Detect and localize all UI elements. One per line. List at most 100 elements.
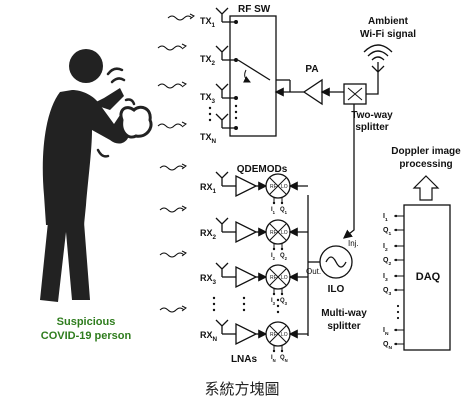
rx-label-1: RX1 xyxy=(200,182,217,195)
rx-antenna-icon xyxy=(215,171,229,186)
tx-label-3-sub: 3 xyxy=(212,98,216,105)
doppler-label-1: Doppler image xyxy=(391,146,461,157)
daq-input-3-sub: 2 xyxy=(385,247,388,253)
daq-input-7-sub: N xyxy=(385,331,389,337)
daq-input-8-base: Q xyxy=(383,341,389,348)
doppler-label-2: processing xyxy=(399,159,452,170)
cough-hand-outline xyxy=(119,105,153,139)
rx-label-1-sub: 1 xyxy=(213,188,217,195)
mixer-q-label: QN xyxy=(280,355,288,363)
q-output-dot xyxy=(280,349,284,353)
mixer-i-label-sub: 3 xyxy=(273,301,276,306)
mixer-i-label-sub: N xyxy=(273,358,276,363)
rx-label-3-sub: 3 xyxy=(213,279,217,286)
tx-ellipsis-dot xyxy=(208,118,212,122)
daq-input-6: Q3 xyxy=(383,287,391,297)
person-label-line1: Suspicious xyxy=(57,316,116,328)
rf-sw-label: RF SW xyxy=(238,4,271,15)
daq-input-dot xyxy=(394,258,398,262)
mixer-cross xyxy=(269,325,287,343)
mixer-q-label: Q2 xyxy=(280,253,288,261)
pa-amplifier xyxy=(302,78,323,106)
i-output-dot xyxy=(272,349,276,353)
mixer-rf-port: RF xyxy=(270,275,277,281)
tx-label-4-sub: N xyxy=(212,138,217,145)
daq-input-3-base: I xyxy=(383,243,385,250)
mixer-i-label: IN xyxy=(271,355,276,363)
daq-box xyxy=(403,204,451,351)
daq-input-6-sub: 3 xyxy=(388,291,391,297)
tx-antennas xyxy=(215,7,229,128)
two-way-label-2: splitter xyxy=(355,122,388,133)
mixer-q-label-base: Q xyxy=(280,298,285,304)
mixer-q-label-base: Q xyxy=(280,355,285,361)
wifi-signal-label: Wi-Fi signal xyxy=(360,29,416,40)
mixer-lo-port: LO xyxy=(281,332,288,338)
rx-ellipsis-dot xyxy=(276,304,280,308)
mixer-i-label: I3 xyxy=(271,298,276,306)
rx-ellipsis-dot xyxy=(242,302,246,306)
rx-label-1-base: RX xyxy=(200,182,213,192)
daq-input-dot xyxy=(394,274,398,278)
mixer-lo-port: LO xyxy=(281,184,288,190)
lna-amplifier xyxy=(235,174,258,198)
mixer-q-label-sub: N xyxy=(285,358,288,363)
rx-ellipsis-dot xyxy=(212,308,216,312)
mixer-rf-port: RF xyxy=(270,332,277,338)
daq-input-7-base: I xyxy=(383,327,385,334)
rx-ellipsis-dot xyxy=(242,308,246,312)
out-label: Out. xyxy=(306,267,321,276)
mixer-q-label: Q3 xyxy=(280,298,288,306)
mixer-cross xyxy=(269,223,287,241)
rx-label-4: RXN xyxy=(200,330,218,343)
tx-ellipsis-dot xyxy=(208,112,212,116)
lna-amplifier xyxy=(235,220,258,244)
daq-input-dot xyxy=(394,342,398,346)
rx-wave-signals xyxy=(159,163,187,313)
mixer-q-label: Q1 xyxy=(280,207,288,215)
two-way-label-1: Two-way xyxy=(351,110,393,121)
daq-input-8-sub: N xyxy=(388,345,392,351)
daq-input-dot xyxy=(394,244,398,248)
daq-input-5-sub: 3 xyxy=(385,277,388,283)
rx-label-2: RX2 xyxy=(200,228,217,241)
mixer-lo-port: LO xyxy=(281,275,288,281)
rx-label-2-sub: 2 xyxy=(213,234,217,241)
tx-label-3: TX3 xyxy=(200,92,216,105)
q-output-dot xyxy=(280,247,284,251)
tx-label-4-base: TX xyxy=(200,132,212,142)
daq-input-dot xyxy=(394,214,398,218)
mixer-q-label-sub: 3 xyxy=(285,301,288,306)
daq-input-5-base: I xyxy=(383,273,385,280)
mixer-i-label-sub: 1 xyxy=(273,210,276,215)
q-output-dot xyxy=(280,292,284,296)
daq-ellipsis-dot xyxy=(396,304,400,308)
mixer-i-label: I1 xyxy=(271,207,276,215)
mixer-q-label-sub: 1 xyxy=(285,210,288,215)
daq-input-dot xyxy=(394,288,398,292)
i-output-dot xyxy=(272,201,276,205)
daq-ellipsis-dot xyxy=(396,316,400,320)
figure-caption: 系統方塊圖 xyxy=(204,380,279,398)
rx-label-3-base: RX xyxy=(200,273,213,283)
tx-wave-signals xyxy=(157,13,195,129)
daq-input-2: Q1 xyxy=(383,227,391,237)
daq-input-6-base: Q xyxy=(383,287,389,294)
daq-input-1: I1 xyxy=(383,213,388,223)
mixer-q-label-base: Q xyxy=(280,253,285,259)
rf-switch-throws xyxy=(222,20,271,130)
tx-ellipsis-dot xyxy=(208,106,212,110)
daq-input-dot xyxy=(394,328,398,332)
mixer-cross xyxy=(269,268,287,286)
rf-switch-box xyxy=(229,15,277,137)
qdemods-label: QDEMODs xyxy=(237,164,288,175)
rx-label-4-base: RX xyxy=(200,330,213,340)
tx-label-2-sub: 2 xyxy=(212,60,216,67)
tx-label-1-base: TX xyxy=(200,16,212,26)
tx-label-4: TXN xyxy=(200,132,217,145)
splitter-to-ilo-line xyxy=(342,104,355,239)
ambient-label: Ambient xyxy=(368,16,409,27)
